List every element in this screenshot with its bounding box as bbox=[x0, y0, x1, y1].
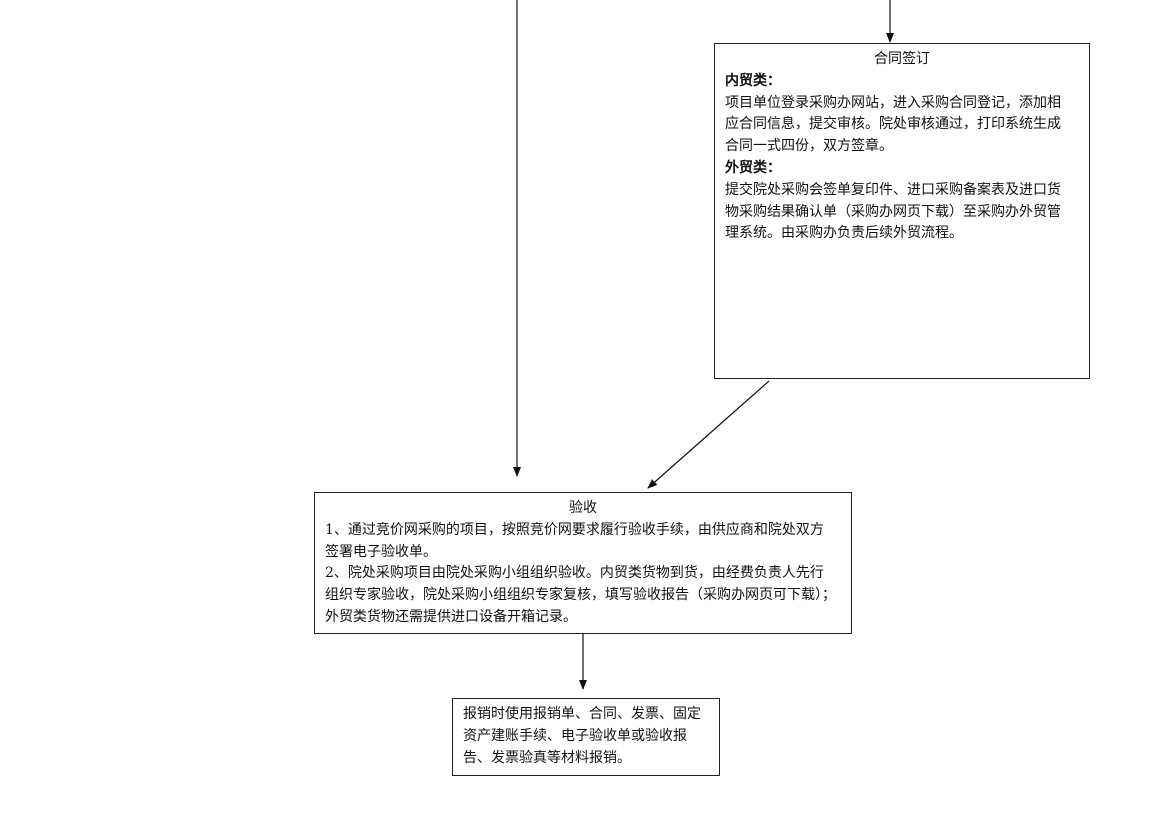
domestic-line: 项目单位登录采购办网站，进入采购合同登记，添加相 bbox=[725, 94, 1061, 111]
contract-signing-box: 合同签订 内贸类： 项目单位登录采购办网站，进入采购合同登记，添加相 应合同信息… bbox=[714, 43, 1090, 379]
contract-title: 合同签订 bbox=[874, 51, 930, 67]
acceptance-line: 1、通过竞价网采购的项目，按照竞价网要求履行验收手续，由供应商和院处双方 bbox=[325, 521, 824, 538]
reimbursement-line: 报销时使用报销单、合同、发票、固定 bbox=[463, 706, 701, 722]
acceptance-line: 签署电子验收单。 bbox=[325, 543, 437, 560]
acceptance-title: 验收 bbox=[569, 500, 597, 516]
domestic-heading: 内贸类： bbox=[725, 72, 781, 89]
acceptance-line: 2、院处采购项目由院处采购小组组织验收。内贸类货物到货，由经费负责人先行 bbox=[325, 565, 824, 582]
reimbursement-box: 报销时使用报销单、合同、发票、固定 资产建账手续、电子验收单或验收报 告、发票验… bbox=[452, 698, 720, 776]
acceptance-line: 组织专家验收，院处采购小组组织专家复核，填写验收报告（采购办网页可下载）； bbox=[325, 587, 836, 604]
reimbursement-line: 告、发票验真等材料报销。 bbox=[463, 749, 631, 766]
domestic-line: 应合同信息，提交审核。院处审核通过，打印系统生成 bbox=[725, 116, 1061, 133]
foreign-heading: 外贸类： bbox=[725, 159, 781, 176]
acceptance-line: 外贸类货物还需提供进口设备开箱记录。 bbox=[325, 608, 577, 625]
acceptance-box: 验收 1、通过竞价网采购的项目，按照竞价网要求履行验收手续，由供应商和院处双方 … bbox=[314, 492, 852, 634]
foreign-line: 理系统。由采购办负责后续外贸流程。 bbox=[725, 225, 963, 242]
foreign-line: 物采购结果确认单（采购办网页下载）至采购办外贸管 bbox=[725, 203, 1061, 220]
reimbursement-line: 资产建账手续、电子验收单或验收报 bbox=[463, 727, 687, 744]
domestic-line: 合同一式四份，双方签章。 bbox=[725, 138, 893, 155]
arrow-contract-to-acceptance bbox=[647, 380, 770, 489]
foreign-line: 提交院处采购会签单复印件、进口采购备案表及进口货 bbox=[725, 181, 1061, 198]
